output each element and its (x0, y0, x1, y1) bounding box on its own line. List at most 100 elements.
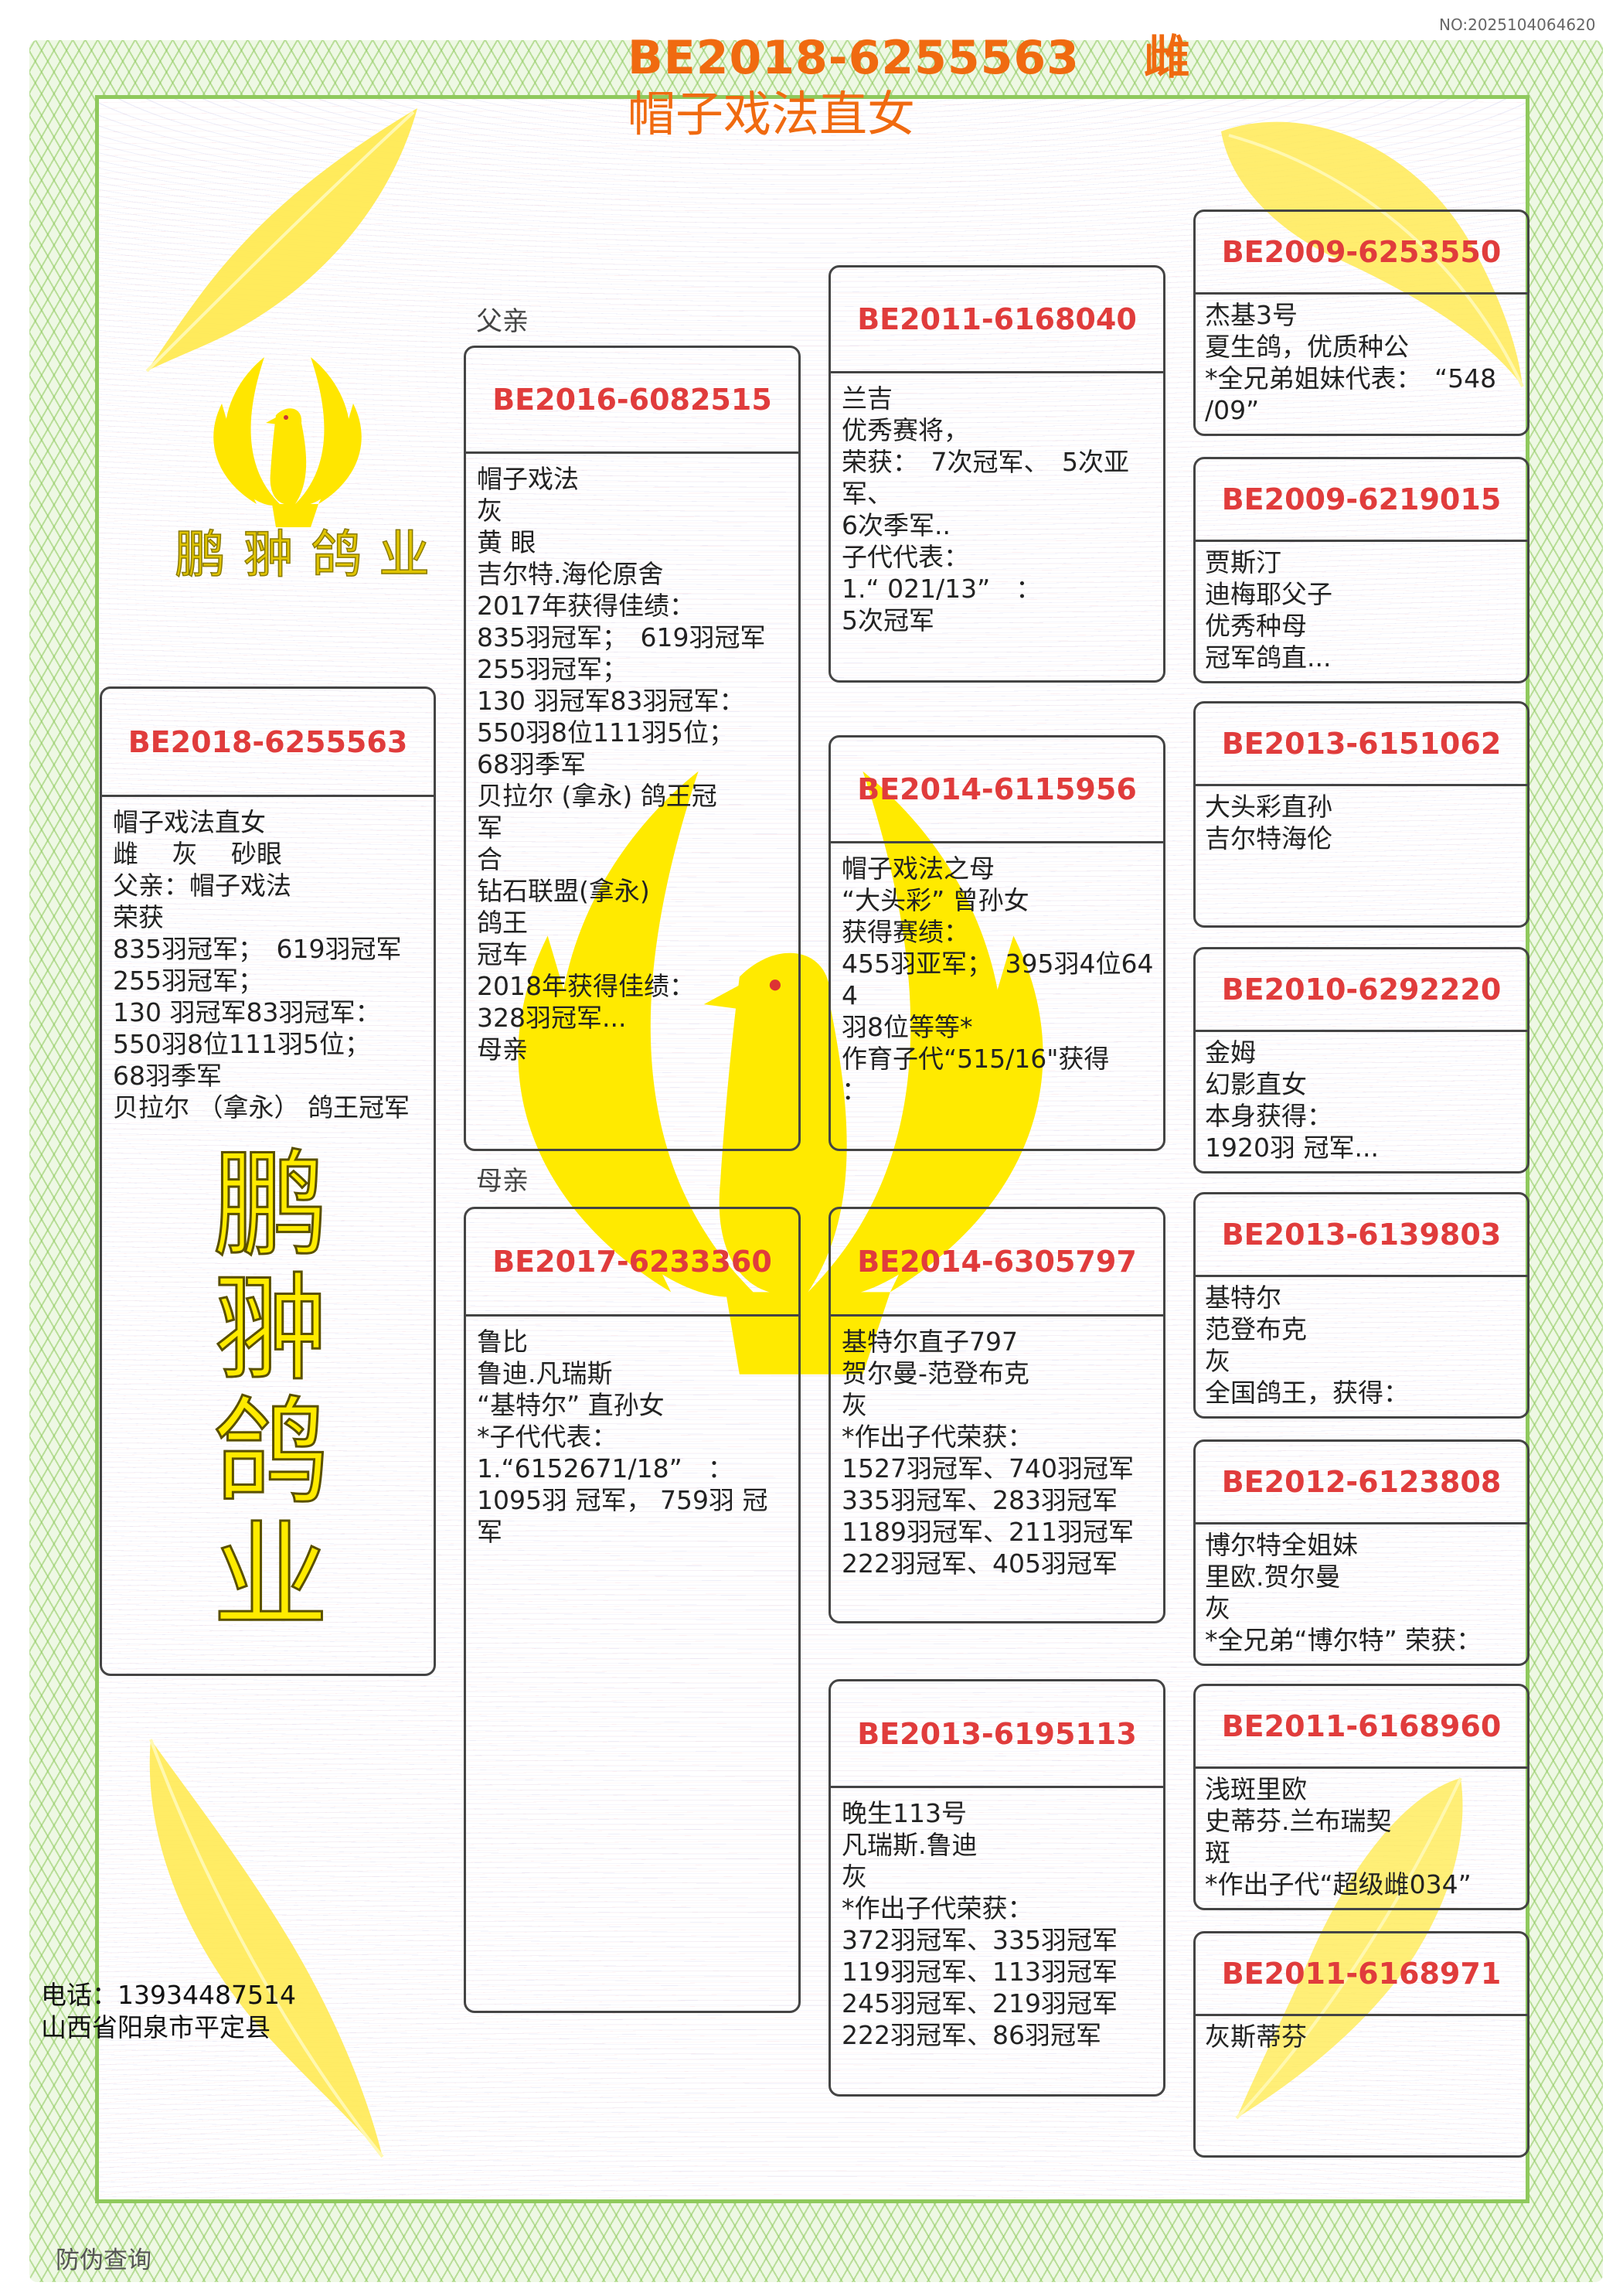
detail-line: 优秀赛将， (842, 415, 969, 445)
detail-line: *全兄弟“博尔特” 荣获： (1205, 1625, 1482, 1655)
detail-line: 255羽冠军； (113, 966, 264, 996)
detail-line: 黄 眼 (477, 527, 536, 557)
ring-number: BE2011-6168960 (1196, 1686, 1527, 1769)
detail-line: 335羽冠军、283羽冠军 (842, 1485, 1118, 1515)
detail-line: 博尔特全姐妹 (1205, 1530, 1358, 1560)
ring-number: BE2016-6082515 (466, 348, 798, 454)
detail-line: 合 (477, 844, 502, 874)
mother-label: 母亲 (476, 1166, 529, 1197)
certificate-number: NO:2025104064620 (1439, 15, 1596, 34)
detail-line: 550羽8位111羽5位； (477, 717, 734, 748)
pigeon-details: 大头彩直孙吉尔特海伦 (1196, 786, 1527, 859)
detail-line: 钻石联盟(拿永) (477, 876, 650, 906)
detail-line: 子代代表： (842, 542, 969, 572)
detail-line: 灰 (1205, 1346, 1230, 1376)
detail-line: 2017年获得佳绩： (477, 591, 695, 621)
detail-line: 328羽冠军... (477, 1003, 627, 1033)
detail-line: 鸽王 (477, 908, 528, 938)
detail-line: 119羽冠军、113羽冠军 (842, 1957, 1118, 1987)
pigeon-details: 灰斯蒂芬 (1196, 2016, 1527, 2057)
detail-line: 4 (842, 980, 858, 1010)
detail-line: *作出子代“超级雌034” (1205, 1869, 1472, 1899)
detail-line: 222羽冠军、86羽冠军 (842, 2020, 1101, 2050)
detail-line: 夏生鸽，优质种公 (1205, 332, 1409, 362)
pigeon-details: 兰吉优秀赛将，荣获： 7次冠军、 5次亚军、6次季军..子代代表：1.“ 021… (831, 373, 1163, 646)
detail-line: *作出子代荣获： (842, 1893, 1033, 1923)
detail-line: 贝拉尔 (拿永) 鸽王冠 (477, 781, 717, 811)
detail-line: 帽子戏法之母 (842, 853, 995, 884)
detail-line: 晚生113号 (842, 1798, 967, 1828)
detail-line: 史蒂芬.兰布瑞契 (1205, 1806, 1392, 1836)
ring-number: BE2014-6115956 (831, 738, 1163, 843)
feather-icon (1235, 1777, 1463, 2120)
detail-line: 灰 (1205, 1593, 1230, 1623)
detail-line: 基特尔直子797 (842, 1327, 1018, 1357)
detail-line: *作出子代荣获： (842, 1422, 1033, 1452)
ring-number: BE2017-6233360 (466, 1209, 798, 1317)
ring-number: BE2009-6219015 (1196, 459, 1527, 542)
detail-line: 冠军鸽直... (1205, 642, 1332, 673)
detail-line: 贾斯汀 (1205, 547, 1281, 577)
detail-line: 军 (477, 812, 502, 843)
detail-line: 作育子代“515/16"获得 (842, 1044, 1110, 1074)
detail-line: 灰 (842, 1390, 867, 1420)
detail-line: 灰 (477, 496, 502, 526)
ring-number: BE2010-6292220 (1196, 949, 1527, 1032)
detail-line: 斑 (1205, 1838, 1230, 1868)
detail-line: 鲁比 (477, 1327, 528, 1357)
detail-line: *子代代表： (477, 1422, 618, 1452)
detail-line: 吉尔特.海伦原舍 (477, 559, 664, 589)
detail-line: 1.“6152671/18” ： (477, 1453, 733, 1484)
anti-counterfeit-query-link[interactable]: 防伪查询 (56, 2247, 151, 2274)
page-title: BE2018-6255563 雌 (628, 32, 1191, 83)
detail-line: 迪梅耶父子 (1205, 579, 1332, 609)
phone-number: 13934487514 (117, 1980, 296, 2010)
phone-label: 电话： (41, 1980, 117, 2010)
detail-line: 兰吉 (842, 383, 893, 414)
detail-line: 雌 灰 砂眼 (113, 839, 282, 869)
detail-line: 1189羽冠军、211羽冠军 (842, 1517, 1134, 1547)
brand-logo-text: 鹏翀鸽业 (174, 525, 447, 585)
detail-line: 冠车 (477, 939, 528, 969)
detail-line: 245羽冠军、219羽冠军 (842, 1988, 1118, 2018)
ring-number: BE2012-6123808 (1196, 1442, 1527, 1524)
detail-line: 灰斯蒂芬 (1205, 2022, 1307, 2052)
detail-line: 军、 (842, 479, 893, 509)
detail-line: 1095羽 冠军， 759羽 冠 (477, 1485, 768, 1515)
pigeon-details: 鲁比鲁迪.凡瑞斯“基特尔” 直孙女*子代代表：1.“6152671/18” ：1… (466, 1317, 798, 1557)
ring-number: BE2011-6168040 (831, 267, 1163, 373)
ring-number: BE2011-6168971 (1196, 1933, 1527, 2016)
detail-line: 幻影直女 (1205, 1069, 1307, 1099)
address: 山西省阳泉市平定县 (41, 2012, 270, 2042)
detail-line: 835羽冠军； 619羽冠军 (477, 622, 766, 652)
detail-line: 68羽季军 (477, 749, 586, 779)
pedigree-card-great-grandparent-8: BE2011-6168971 灰斯蒂芬 (1193, 1931, 1529, 2158)
detail-line: 6次季军.. (842, 510, 951, 540)
feather-icon (145, 108, 417, 373)
detail-line: 372羽冠军、335羽冠军 (842, 1925, 1118, 1955)
pigeon-details: 贾斯汀迪梅耶父子优秀种母冠军鸽直... (1196, 542, 1527, 678)
detail-line: 全国鸽王，获得： (1205, 1378, 1409, 1408)
ring-number: BE2013-6151062 (1196, 703, 1527, 786)
detail-line: 母亲 (477, 1034, 528, 1065)
pigeon-details: 杰基3号夏生鸽，优质种公*全兄弟姐妹代表： “548/09” (1196, 295, 1527, 431)
detail-line: 贺尔曼-范登布克 (842, 1358, 1029, 1388)
detail-line: ： (842, 1075, 867, 1105)
title-sex: 雌 (1143, 31, 1191, 85)
detail-line: 130 羽冠军83羽冠军： (113, 997, 381, 1027)
detail-line: *全兄弟姐妹代表： “548 (1205, 363, 1497, 393)
detail-line: “基特尔” 直孙女 (477, 1390, 665, 1420)
detail-line: 5次冠军 (842, 605, 934, 635)
